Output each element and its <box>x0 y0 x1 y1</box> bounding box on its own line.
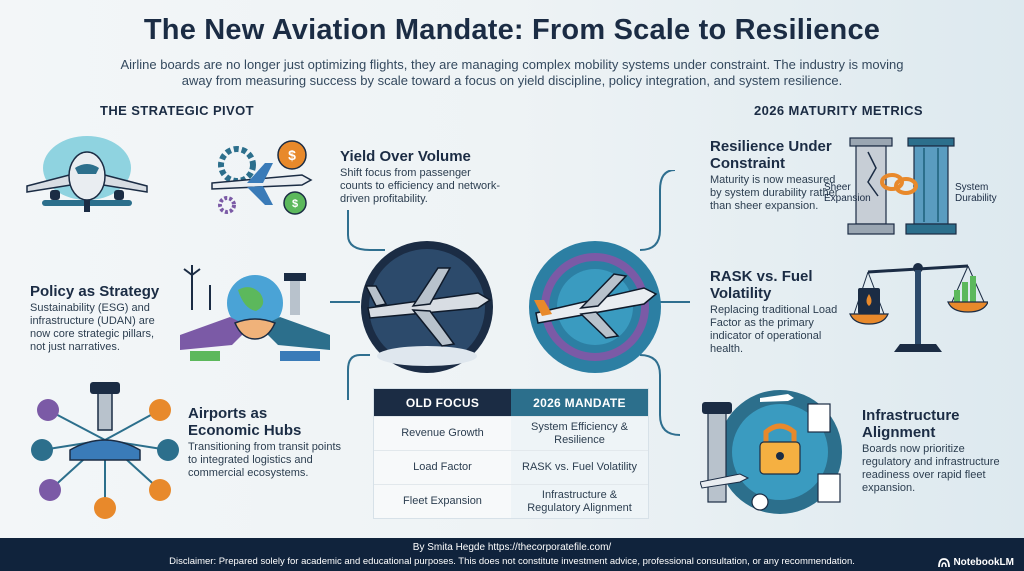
infra-title-line1: Infrastructure <box>862 407 960 424</box>
rask-text: Replacing traditional Load Factor as the… <box>710 304 838 355</box>
airports-title-line2: Economic Hubs <box>188 422 302 439</box>
resilience-title-line2: Constraint <box>710 155 785 172</box>
page-title: The New Aviation Mandate: From Scale to … <box>143 14 881 46</box>
resilience-text: Maturity is now measured by system durab… <box>710 174 839 212</box>
yield-text: Shift focus from passenger counts to eff… <box>340 167 500 205</box>
footer-disclaimer: Disclaimer: Prepared solely for academic… <box>169 556 855 567</box>
table-header-old-focus: OLD FOCUS <box>374 389 511 416</box>
policy-title: Policy as Strategy <box>30 283 160 300</box>
footer: By Smita Hegde https://thecorporatefile.… <box>0 538 1024 571</box>
airplane-front-icon <box>26 136 148 212</box>
notebooklm-logo-icon <box>938 557 951 567</box>
table-cell-old: Revenue Growth <box>374 417 511 450</box>
rask-title-line2: Volatility <box>710 285 772 302</box>
table-cell-old: Fleet Expansion <box>374 485 511 518</box>
balance-scale-icon <box>849 263 988 352</box>
brand-label: NotebookLM <box>953 557 1014 568</box>
airplane-gears-dollar-icon: $ $ <box>211 140 313 215</box>
table-row: Load Factor RASK vs. Fuel Volatility <box>374 450 648 484</box>
airports-text: Transitioning from transit points to int… <box>188 441 342 479</box>
durability-label-line1: System <box>955 182 989 193</box>
section-heading-strategic-pivot: THE STRATEGIC PIVOT <box>100 103 254 118</box>
pillars-chain-icon <box>847 137 957 235</box>
handshake-globe-icon <box>180 265 330 361</box>
policy-text: Sustainability (ESG) and infrastructure … <box>30 302 155 353</box>
table-cell-new: System Efficiency & Resilience <box>511 417 648 450</box>
comparison-table: OLD FOCUS 2026 MANDATE Revenue Growth Sy… <box>373 388 649 519</box>
center-plane-left-icon <box>361 241 493 373</box>
resilience-title-line1: Resilience Under <box>710 138 832 155</box>
system-durability-label: System Durability <box>955 182 997 204</box>
rask-title-line1: RASK vs. Fuel <box>710 268 813 285</box>
sheer-expansion-label: Sheer Expansion <box>824 182 871 204</box>
sheer-label-line1: Sheer <box>824 182 851 193</box>
infrastructure-lock-icon <box>700 390 842 514</box>
yield-title: Yield Over Volume <box>340 148 471 165</box>
table-cell-new: Infrastructure & Regulatory Alignment <box>511 485 648 518</box>
sheer-label-line2: Expansion <box>824 193 871 204</box>
airport-hub-icon <box>31 382 179 519</box>
center-plane-right-icon <box>529 241 661 373</box>
yield-over-volume-block: Yield Over Volume Shift focus from passe… <box>340 148 500 206</box>
connector-lines <box>330 170 690 436</box>
table-row: Revenue Growth System Efficiency & Resil… <box>374 416 648 450</box>
table-header-2026-mandate: 2026 MANDATE <box>511 389 648 416</box>
infra-title-line2: Alignment <box>862 424 936 441</box>
airports-title-line1: Airports as <box>188 405 268 422</box>
notebooklm-brand: NotebookLM <box>938 557 1014 568</box>
svg-text:$: $ <box>292 198 298 210</box>
policy-as-strategy-block: Policy as Strategy Sustainability (ESG) … <box>30 283 170 354</box>
footer-author: By Smita Hegde https://thecorporatefile.… <box>412 542 612 553</box>
infra-text: Boards now prioritize regulatory and inf… <box>862 443 1000 494</box>
table-row: Fleet Expansion Infrastructure & Regulat… <box>374 484 648 518</box>
svg-text:$: $ <box>288 147 296 163</box>
section-heading-maturity-metrics: 2026 MATURITY METRICS <box>754 103 924 118</box>
table-cell-new: RASK vs. Fuel Volatility <box>511 451 648 484</box>
page-subtitle: Airline boards are no longer just optimi… <box>120 57 904 88</box>
durability-label-line2: Durability <box>955 193 997 204</box>
table-cell-old: Load Factor <box>374 451 511 484</box>
